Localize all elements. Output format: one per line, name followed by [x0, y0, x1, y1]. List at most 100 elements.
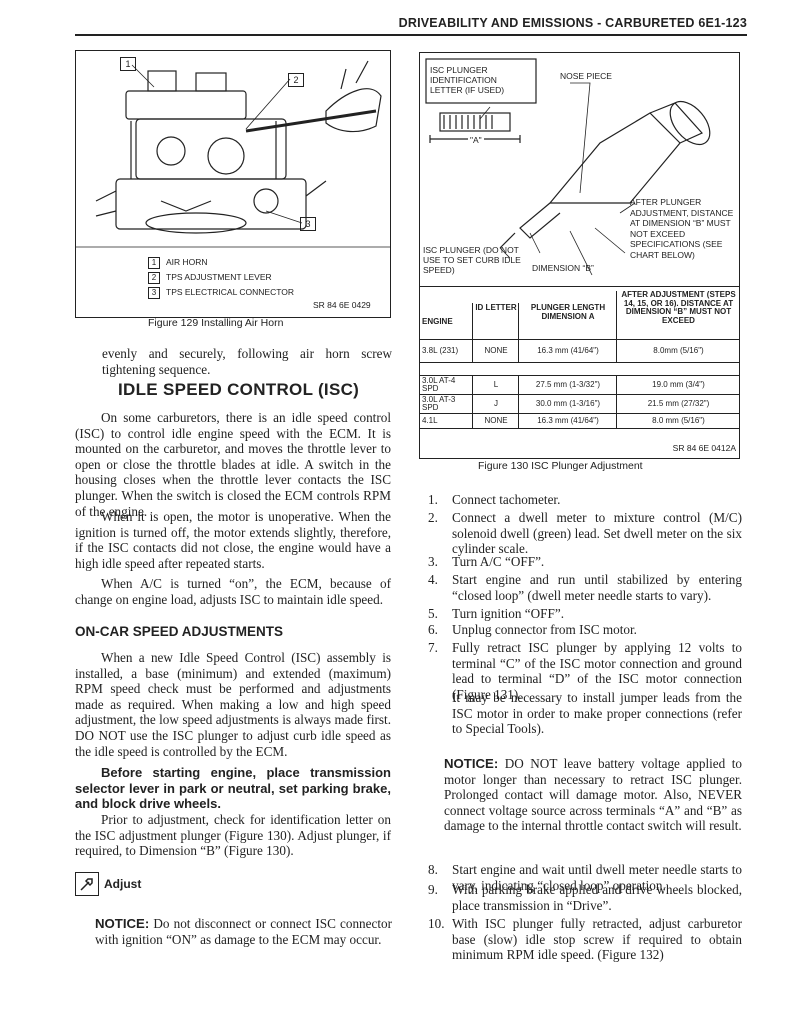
notice-1-label: NOTICE:: [95, 916, 150, 931]
step-text: Connect tachometer.: [452, 492, 561, 507]
callout-2: 2: [288, 73, 304, 87]
table-cell: 30.0 mm (1-3/16"): [518, 395, 617, 413]
plunger-id-label: ISC PLUNGER IDENTIFICATION LETTER (IF US…: [430, 65, 505, 95]
figure-129-legend: 1 AIR HORN 2 TPS ADJUSTMENT LEVER 3 TPS ELE…: [148, 255, 294, 300]
col-header-engine: ENGINE: [422, 317, 453, 326]
notice-2-text: DO NOT leave battery voltage applied to …: [444, 756, 742, 834]
step-item: 5.Turn ignition “OFF”.: [428, 606, 742, 622]
table-cell: J: [472, 395, 519, 413]
table-cell: NONE: [472, 340, 519, 362]
oncar-paragraph: When a new Idle Speed Control (ISC) asse…: [75, 650, 391, 759]
section-heading-isc: IDLE SPEED CONTROL (ISC): [118, 380, 360, 399]
table-cell: 21.5 mm (27/32"): [616, 395, 740, 413]
legend-label: TPS ELECTRICAL CONNECTOR: [166, 287, 294, 297]
step-item: 9. With parking brake applied and drive w…: [428, 882, 742, 913]
section-heading-oncar: ON-CAR SPEED ADJUSTMENTS: [75, 624, 284, 639]
do-not-use-label: ISC PLUNGER (DO NOT USE TO SET CURB IDLE…: [423, 245, 521, 275]
isc-motor-illustration: [425, 58, 711, 276]
callout-3: 3: [300, 217, 316, 231]
step-number: 4.: [428, 572, 438, 587]
table-cell: 3.8L (231): [422, 345, 459, 355]
figure-130-caption: Figure 130 ISC Plunger Adjustment: [478, 460, 643, 472]
step-item: 10.With ISC plunger fully retracted, adj…: [428, 916, 742, 963]
step-item: 7. Fully retract ISC plunger by applying …: [428, 640, 742, 702]
step-number: 6.: [428, 622, 438, 637]
step-number: 9.: [428, 882, 438, 897]
prior-adjustment-paragraph: Prior to adjustment, check for identific…: [75, 812, 391, 859]
figure-130-ref: SR 84 6E 0412A: [672, 443, 736, 453]
step-item: 1. Connect tachometer.: [428, 492, 742, 508]
step-number: 1.: [428, 492, 438, 507]
figure-130: ISC PLUNGER IDENTIFICATION LETTER (IF US…: [419, 52, 740, 459]
notice-1-text: Do not disconnect or connect ISC connect…: [95, 916, 392, 947]
step-text: With parking brake applied and drive whe…: [452, 882, 742, 913]
notice-1: NOTICE: Do not disconnect or connect ISC…: [95, 916, 392, 947]
legend-number: 3: [148, 287, 160, 299]
legend-label: TPS ADJUSTMENT LEVER: [166, 272, 272, 282]
step-text: Start engine and wait until dwell meter …: [452, 862, 742, 893]
step-number: 2.: [428, 510, 438, 525]
table-cell: 16.3 mm (41/64"): [518, 414, 617, 428]
dimension-a-label: "A": [468, 135, 484, 145]
page-header: DRIVEABILITY AND EMISSIONS - CARBURETED …: [398, 16, 747, 30]
table-cell: 19.0 mm (3/4"): [616, 376, 740, 394]
figure-129-ref: SR 84 6E 0429: [313, 300, 371, 310]
step-text: Turn A/C “OFF”.: [452, 554, 545, 569]
step-number: 10.: [428, 916, 445, 931]
legend-number: 1: [148, 257, 160, 269]
intro-paragraph: evenly and securely, following air horn …: [102, 346, 392, 377]
dimension-b-label: DIMENSION “B”: [532, 263, 594, 273]
after-adjustment-label: AFTER PLUNGER ADJUSTMENT, DISTANCE AT DI…: [630, 197, 734, 260]
step-item: 3. Turn A/C “OFF”.: [428, 554, 742, 570]
figure-129-caption: Figure 129 Installing Air Horn: [148, 317, 284, 329]
figure-129: 1 2 3: [75, 50, 391, 318]
col-header-plunger: PLUNGER LENGTH DIMENSION A: [518, 303, 617, 339]
specs-table: ENGINE ID LETTER PLUNGER LENGTH DIMENSIO…: [420, 286, 739, 429]
step-text: It may be necessary to install jumper le…: [452, 690, 742, 737]
table-cell: 8.0 mm (5/16"): [616, 414, 740, 428]
adjust-label: Adjust: [104, 877, 142, 891]
table-cell: NONE: [472, 414, 519, 428]
nose-piece-label: NOSE PIECE: [560, 71, 612, 81]
step-text: Start engine and run until stabilized by…: [452, 572, 742, 603]
table-cell: 27.5 mm (1-3/32"): [518, 376, 617, 394]
table-header-row: ENGINE ID LETTER PLUNGER LENGTH DIMENSIO…: [420, 286, 739, 340]
table-cell: L: [472, 376, 519, 394]
isc-paragraph-1: On some carburetors, there is an idle sp…: [75, 410, 391, 519]
col-header-after: AFTER ADJUSTMENT (STEPS 14, 15, OR 16). …: [616, 290, 740, 339]
legend-item: 2 TPS ADJUSTMENT LEVER: [148, 270, 294, 285]
step-number: 8.: [428, 862, 438, 877]
legend-label: AIR HORN: [166, 257, 208, 267]
step-text: Turn ignition “OFF”.: [452, 606, 564, 621]
legend-item: 1 AIR HORN: [148, 255, 294, 270]
table-cell: 4.1L: [422, 415, 438, 425]
step-item: 6. Unplug connector from ISC motor.: [428, 622, 742, 638]
col-header-id: ID LETTER: [472, 303, 519, 339]
isc-paragraph-2: When it is open, the motor is unoperativ…: [75, 509, 391, 571]
notice-2: NOTICE: DO NOT leave battery voltage app…: [444, 756, 742, 834]
step-number: 3.: [428, 554, 438, 569]
step-text: Fully retract ISC plunger by applying 12…: [452, 640, 742, 702]
step-text: Connect a dwell meter to mixture control…: [452, 510, 742, 557]
step-item: It may be necessary to install jumper le…: [452, 690, 742, 737]
adjust-icon: [75, 872, 99, 896]
legend-number: 2: [148, 272, 160, 284]
table-cell: 3.0L AT-4 SPD: [422, 375, 456, 393]
table-cell: 3.0L AT-3 SPD: [422, 394, 456, 412]
isc-paragraph-3: When A/C is turned “on”, the ECM, becaus…: [75, 576, 391, 607]
step-item: 4. Start engine and run until stabilized …: [428, 572, 742, 603]
carburetor-illustration: [76, 60, 390, 248]
legend-item: 3 TPS ELECTRICAL CONNECTOR: [148, 285, 294, 300]
step-item: 8. Start engine and wait until dwell mete…: [428, 862, 742, 893]
step-text: Unplug connector from ISC motor.: [452, 622, 637, 637]
step-number: 7.: [428, 640, 438, 655]
callout-1: 1: [120, 57, 136, 71]
safety-warning: Before starting engine, place transmissi…: [75, 765, 391, 812]
step-item: 2. Connect a dwell meter to mixture contr…: [428, 510, 742, 557]
header-rule: [75, 34, 747, 36]
